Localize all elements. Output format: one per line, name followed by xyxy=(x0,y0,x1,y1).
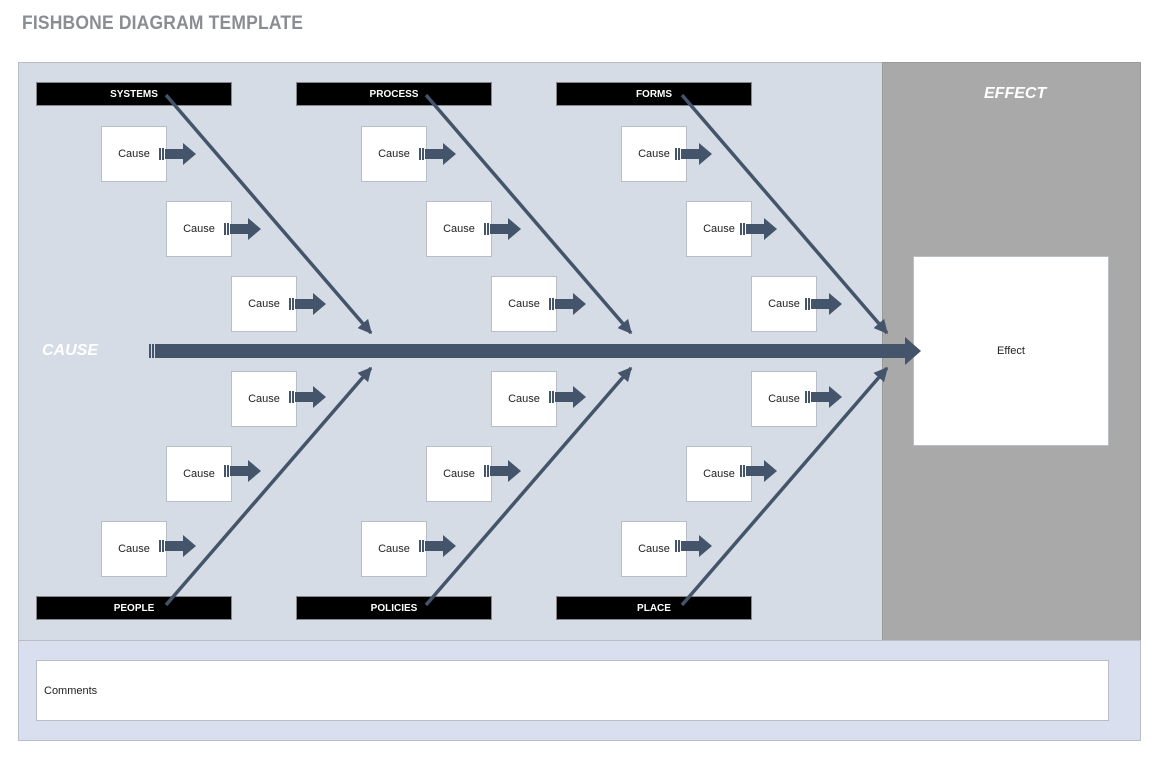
cause-box[interactable]: Cause xyxy=(751,276,817,332)
category-process[interactable]: PROCESS xyxy=(296,82,492,106)
category-policies[interactable]: POLICIES xyxy=(296,596,492,620)
cause-box[interactable]: Cause xyxy=(491,371,557,427)
cause-box[interactable]: Cause xyxy=(101,521,167,577)
category-people[interactable]: PEOPLE xyxy=(36,596,232,620)
cause-box[interactable]: Cause xyxy=(491,276,557,332)
cause-box[interactable]: Cause xyxy=(101,126,167,182)
cause-box[interactable]: Cause xyxy=(621,126,687,182)
cause-box[interactable]: Cause xyxy=(686,201,752,257)
cause-box[interactable]: Cause xyxy=(231,276,297,332)
cause-box[interactable]: Cause xyxy=(361,126,427,182)
comments-field[interactable]: Comments xyxy=(36,660,1109,721)
cause-box[interactable]: Cause xyxy=(621,521,687,577)
cause-box[interactable]: Cause xyxy=(426,201,492,257)
effect-box[interactable]: Effect xyxy=(913,256,1109,446)
cause-box[interactable]: Cause xyxy=(426,446,492,502)
cause-box[interactable]: Cause xyxy=(166,201,232,257)
cause-label: CAUSE xyxy=(42,342,99,359)
cause-box[interactable]: Cause xyxy=(361,521,427,577)
category-place[interactable]: PLACE xyxy=(556,596,752,620)
cause-box[interactable]: Cause xyxy=(231,371,297,427)
effect-label: EFFECT xyxy=(984,85,1047,102)
cause-box[interactable]: Cause xyxy=(166,446,232,502)
category-forms[interactable]: FORMS xyxy=(556,82,752,106)
cause-box[interactable]: Cause xyxy=(686,446,752,502)
category-systems[interactable]: SYSTEMS xyxy=(36,82,232,106)
cause-box[interactable]: Cause xyxy=(751,371,817,427)
page-title: FISHBONE DIAGRAM TEMPLATE xyxy=(22,13,304,34)
